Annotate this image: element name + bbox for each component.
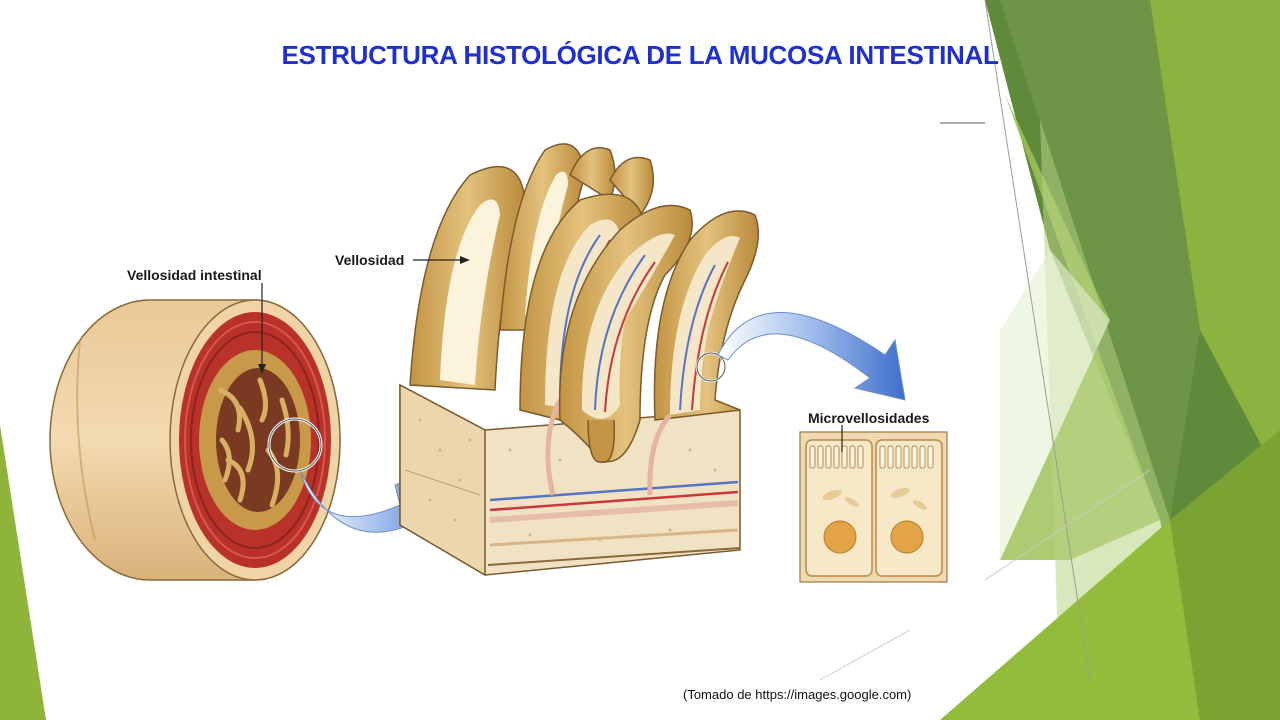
arrow-to-microvilli <box>717 312 906 401</box>
microvilli-cells <box>799 425 948 583</box>
slide-title: ESTRUCTURA HISTOLÓGICA DE LA MUCOSA INTE… <box>281 40 999 70</box>
green-decoration-left <box>0 425 46 720</box>
green-decoration-right <box>819 0 1280 720</box>
image-credit: (Tomado de https://images.google.com) <box>683 687 912 702</box>
villus-block <box>399 143 760 577</box>
label-intestinal-villus: Vellosidad intestinal <box>127 267 262 283</box>
label-microvilli: Microvellosidades <box>808 410 930 426</box>
label-villus: Vellosidad <box>335 252 405 268</box>
intestine-cross-section <box>49 283 341 581</box>
